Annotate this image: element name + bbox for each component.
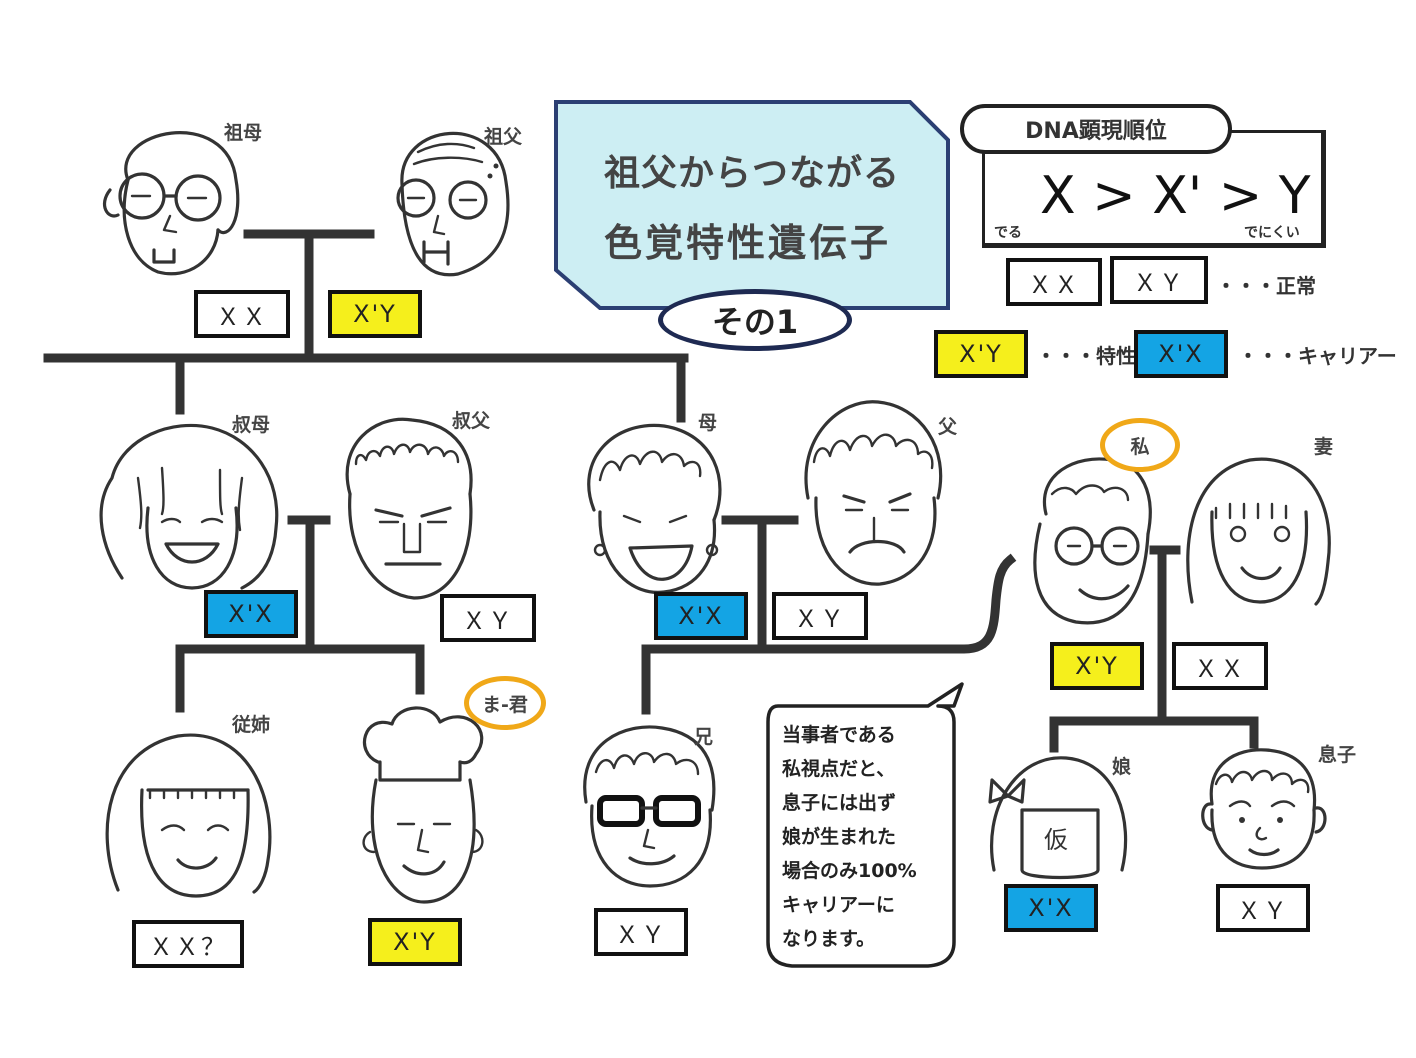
uncle-genotype: ＸＹ: [440, 594, 536, 642]
cousin-f-genotype: ＸＸ？: [132, 920, 244, 968]
legend-normal-label: ・・・正常: [1216, 274, 1316, 298]
mother-name: 母: [698, 412, 718, 434]
note-line-2: 私視点だと、: [782, 758, 896, 780]
grandfather-portrait: [378, 112, 528, 286]
brother-name: 兄: [694, 726, 714, 748]
grandfather-name: 祖父: [484, 126, 523, 148]
legend-carrier-box: X'X: [1134, 330, 1228, 378]
aunt-portrait: [92, 418, 288, 602]
uncle-name: 叔父: [452, 410, 491, 432]
daughter-name: 娘: [1112, 756, 1132, 778]
legend-trait-label: ・・・特性: [1036, 344, 1136, 368]
cousin-f-portrait: [98, 720, 278, 914]
daughter-genotype: X'X: [1004, 884, 1098, 932]
brother-genotype: ＸＹ: [594, 908, 688, 956]
father-name: 父: [938, 416, 958, 438]
title-line-1: 祖父からつながる: [604, 152, 901, 194]
grandmother-name: 祖母: [224, 122, 263, 144]
note-line-7: なります。: [782, 928, 876, 950]
me-name: 私: [1130, 435, 1150, 458]
cousin-m-name: ま-君: [482, 693, 528, 716]
mother-portrait: [574, 420, 734, 604]
me-genotype: X'Y: [1050, 642, 1144, 690]
uncle-portrait: [336, 414, 486, 608]
brother-portrait: [576, 722, 726, 896]
son-name: 息子: [1318, 744, 1357, 766]
legend-trait-box: X'Y: [934, 330, 1028, 378]
legend-header-text: DNA顕現順位: [1025, 119, 1167, 144]
son-genotype: ＸＹ: [1216, 884, 1310, 932]
title-badge: その1: [658, 289, 852, 351]
cousin-m-highlight-ring: ま-君: [464, 676, 546, 730]
title-panel-shape: [554, 100, 950, 310]
father-portrait: [800, 398, 950, 592]
note-line-1: 当事者である: [782, 724, 896, 746]
note-line-3: 息子には出ず: [782, 792, 897, 814]
father-genotype: ＸＹ: [772, 592, 868, 640]
note-line-6: キャリアーに: [782, 894, 895, 916]
legend-order: X > X' > Y: [1040, 166, 1311, 226]
son-portrait: [1196, 744, 1346, 878]
title-panel: 祖父からつながる 色覚特性遺伝子: [554, 100, 950, 312]
grandmother-genotype: ＸＸ: [194, 290, 290, 338]
mother-genotype: X'X: [654, 592, 748, 640]
daughter-portrait: 仮: [986, 750, 1136, 884]
title-badge-text: その1: [711, 303, 799, 341]
wife-genotype: ＸＸ: [1172, 642, 1268, 690]
grandfather-genotype: X'Y: [328, 290, 422, 338]
cousin-m-genotype: X'Y: [368, 918, 462, 966]
legend-right-note: でにくい: [1244, 225, 1300, 241]
me-portrait: [1016, 454, 1166, 638]
aunt-genotype: X'X: [204, 590, 298, 638]
grandmother-portrait: [98, 110, 248, 284]
title-line-2: 色覚特性遺伝子: [604, 220, 892, 265]
legend-left-note: でる: [994, 225, 1022, 241]
cousin-m-portrait: [340, 702, 500, 916]
note-text: 当事者である 私視点だと、 息子には出ず 娘が生まれた 場合のみ100% キャリ…: [782, 718, 952, 956]
daughter-face-text: 仮: [1044, 826, 1068, 854]
me-highlight-ring: 私: [1100, 418, 1180, 472]
note-line-5: 場合のみ100%: [782, 860, 917, 882]
aunt-name: 叔母: [232, 414, 271, 436]
legend-header: DNA顕現順位: [960, 104, 1232, 154]
legend-normal-box-xy: ＸＹ: [1110, 256, 1208, 304]
legend-normal-box-xx: ＸＸ: [1006, 258, 1102, 306]
legend-carrier-label: ・・・キャリアー: [1238, 344, 1397, 368]
note-line-4: 娘が生まれた: [782, 826, 897, 848]
me-branch-line: [757, 553, 1017, 654]
note-bubble: [766, 682, 964, 968]
cousin-f-name: 従姉: [232, 714, 271, 736]
wife-portrait: [1186, 452, 1336, 616]
wife-name: 妻: [1314, 436, 1334, 458]
